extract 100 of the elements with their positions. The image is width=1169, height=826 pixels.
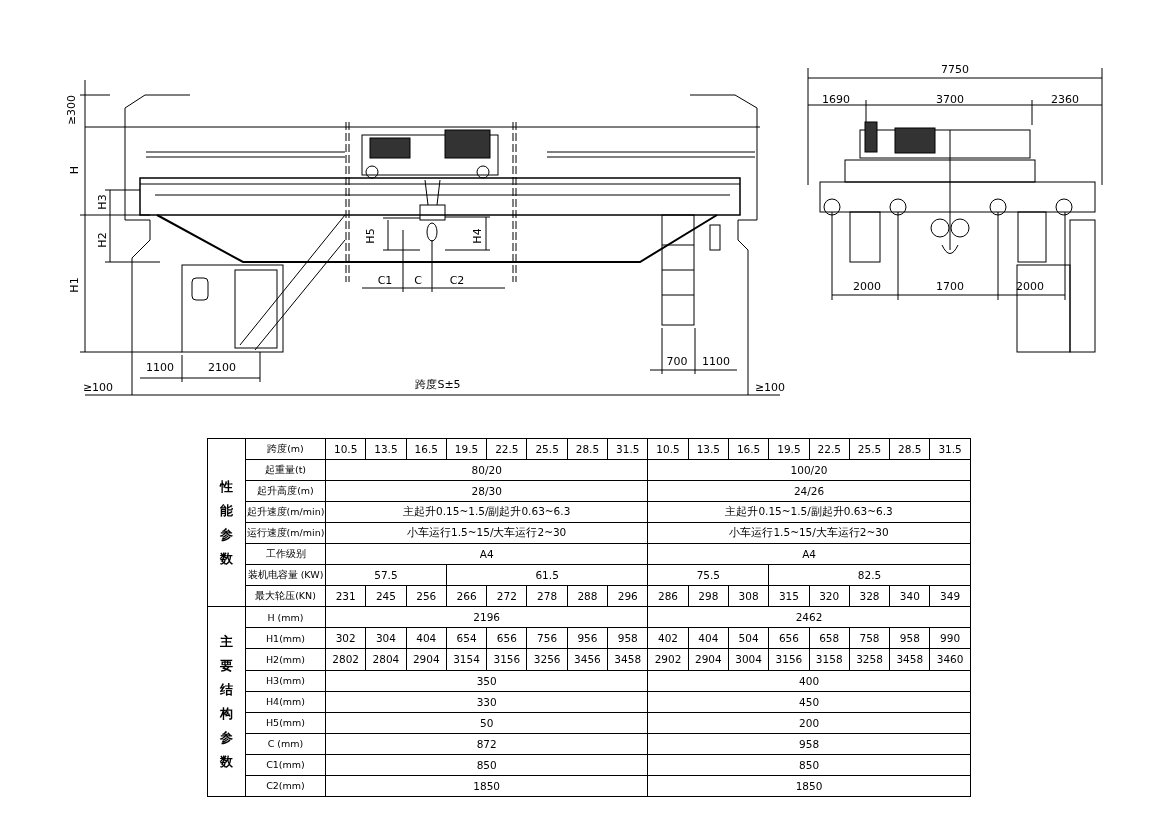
table-cell: 25.5 <box>849 438 890 460</box>
row-header: H1(mm) <box>245 627 326 649</box>
table-cell: 31.5 <box>929 438 971 460</box>
row-header: H3(mm) <box>245 670 326 692</box>
table-cell: 50 <box>325 712 648 734</box>
table-cell: 2804 <box>365 648 407 670</box>
dimension-label: 2360 <box>1051 94 1079 106</box>
table-cell: 28.5 <box>889 438 930 460</box>
table-cell: 658 <box>809 627 850 649</box>
dimension-label: H <box>69 165 81 175</box>
table-cell: 28.5 <box>567 438 608 460</box>
table-cell: 57.5 <box>325 564 447 586</box>
dimension-label: 1700 <box>936 281 964 293</box>
row-group-header: 性能参数 <box>220 477 233 568</box>
table-cell: 主起升0.15~1.5/副起升0.63~6.3 <box>647 501 971 523</box>
table-cell: 3256 <box>527 648 568 670</box>
table-cell: 756 <box>527 627 568 649</box>
dimension-label: H2 <box>97 232 109 248</box>
table-cell: 304 <box>365 627 407 649</box>
row-header: 起升速度(m/min) <box>245 501 326 523</box>
table-cell: 100/20 <box>647 459 971 481</box>
dimension-label: 1100 <box>702 356 730 368</box>
dimension-label: H3 <box>97 194 109 210</box>
row-header: 运行速度(m/min) <box>245 522 326 544</box>
table-cell: 330 <box>325 691 648 713</box>
table-cell: 956 <box>567 627 608 649</box>
table-cell: 3460 <box>929 648 971 670</box>
table-cell: 272 <box>486 585 527 607</box>
table-cell: 3458 <box>889 648 930 670</box>
table-cell: 22.5 <box>486 438 527 460</box>
table-cell: 350 <box>325 670 648 692</box>
table-cell: 19.5 <box>768 438 810 460</box>
dimension-label: 1100 <box>146 362 174 374</box>
table-cell: 990 <box>929 627 971 649</box>
table-cell: 61.5 <box>446 564 648 586</box>
table-cell: 2462 <box>647 606 971 628</box>
table-cell: 402 <box>647 627 689 649</box>
row-header: C (mm) <box>245 733 326 755</box>
table-cell: 16.5 <box>406 438 447 460</box>
table-cell: 302 <box>325 627 366 649</box>
table-cell: A4 <box>325 543 648 565</box>
table-cell: 266 <box>446 585 487 607</box>
table-cell: 25.5 <box>527 438 568 460</box>
table-cell: 958 <box>889 627 930 649</box>
row-header: 跨度(m) <box>245 438 326 460</box>
table-cell: 315 <box>768 585 810 607</box>
dimension-label: 2100 <box>208 362 236 374</box>
table-cell: 758 <box>849 627 890 649</box>
row-header: 起重量(t) <box>245 459 326 481</box>
table-cell: 2904 <box>406 648 447 670</box>
table-cell: 主起升0.15~1.5/副起升0.63~6.3 <box>325 501 648 523</box>
table-cell: 3156 <box>486 648 527 670</box>
table-cell: 656 <box>768 627 810 649</box>
table-cell: 504 <box>728 627 769 649</box>
table-cell: 3154 <box>446 648 487 670</box>
table-cell: 24/26 <box>647 480 971 502</box>
table-cell: 10.5 <box>647 438 689 460</box>
table-cell: 小车运行1.5~15/大车运行2~30 <box>325 522 648 544</box>
table-cell: 958 <box>647 733 971 755</box>
dimension-label: ≥100 <box>754 382 786 394</box>
table-cell: 3004 <box>728 648 769 670</box>
table-cell: 404 <box>406 627 447 649</box>
dimension-label: C2 <box>449 275 465 287</box>
row-header: H (mm) <box>245 606 326 628</box>
row-header: H4(mm) <box>245 691 326 713</box>
table-cell: 654 <box>446 627 487 649</box>
dimension-label: H1 <box>69 277 81 293</box>
table-cell: 10.5 <box>325 438 366 460</box>
table-cell: 256 <box>406 585 447 607</box>
row-header: H2(mm) <box>245 648 326 670</box>
table-cell: 3158 <box>809 648 850 670</box>
table-cell: 小车运行1.5~15/大车运行2~30 <box>647 522 971 544</box>
dimension-label: 2000 <box>853 281 881 293</box>
table-cell: 3258 <box>849 648 890 670</box>
dimension-label: C <box>414 275 422 287</box>
table-cell: 2802 <box>325 648 366 670</box>
table-cell: 2904 <box>688 648 729 670</box>
table-cell: 245 <box>365 585 407 607</box>
table-cell: 16.5 <box>728 438 769 460</box>
table-cell: 82.5 <box>768 564 971 586</box>
dimension-label: H4 <box>472 228 484 244</box>
dimension-label: 跨度S±5 <box>415 379 461 391</box>
table-cell: 2196 <box>325 606 648 628</box>
table-cell: 340 <box>889 585 930 607</box>
row-group-header: 主要结构参数 <box>220 632 233 771</box>
table-cell: 850 <box>325 754 648 776</box>
dimension-label: ≥100 <box>82 382 114 394</box>
table-cell: 80/20 <box>325 459 648 481</box>
table-cell: 349 <box>929 585 971 607</box>
table-cell: 28/30 <box>325 480 648 502</box>
table-cell: 656 <box>486 627 527 649</box>
table-cell: 298 <box>688 585 729 607</box>
table-cell: A4 <box>647 543 971 565</box>
table-cell: 958 <box>607 627 648 649</box>
table-cell: 13.5 <box>688 438 729 460</box>
table-cell: 31.5 <box>607 438 648 460</box>
table-cell: 850 <box>647 754 971 776</box>
table-cell: 1850 <box>647 775 971 797</box>
table-cell: 404 <box>688 627 729 649</box>
table-cell: 278 <box>527 585 568 607</box>
